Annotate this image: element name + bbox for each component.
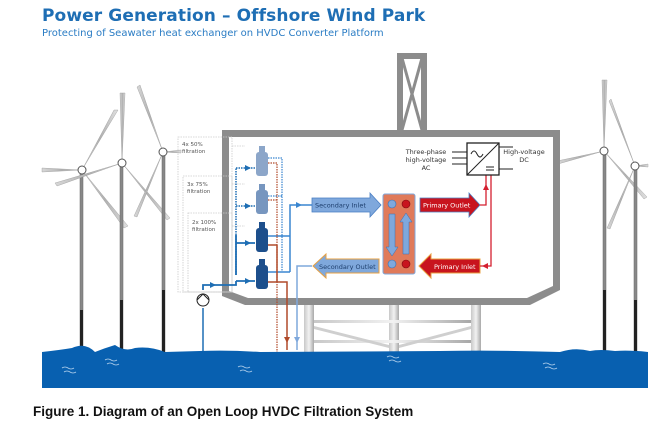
filtration-2x100-label: 2x 100% (192, 220, 216, 226)
secondary-inlet-arrow (311, 191, 382, 219)
wind-turbine-left-3 (133, 84, 182, 371)
pump-icon (196, 293, 210, 307)
filter-unit-2 (256, 184, 268, 214)
primary-outlet-arrow (419, 191, 481, 219)
filter-piping (202, 157, 312, 355)
platform-mast (397, 53, 427, 131)
ac-label-line1: Three-phase (405, 148, 447, 156)
wind-turbine-right-1 (556, 79, 648, 371)
filter-unit-1 (256, 146, 268, 176)
wave-marks (61, 355, 558, 374)
filtration-4x50-sublabel: filtration (182, 149, 206, 155)
filtration-3x75-label: 3x 75% (187, 182, 208, 188)
sea (42, 345, 648, 388)
secondary-inlet-label: Secondary Inlet (315, 202, 366, 210)
primary-inlet-arrow (418, 252, 481, 280)
primary-outlet-label: Primary Outlet (423, 202, 471, 210)
diagram-title: Power Generation – Offshore Wind Park (42, 6, 426, 26)
filtration-2x100-sublabel: filtration (192, 227, 216, 233)
wind-turbine-right-2 (606, 98, 649, 371)
filtration-option-boxes (177, 136, 245, 293)
primary-inlet-label: Primary Inlet (434, 263, 476, 271)
ac-label-line3: AC (422, 164, 431, 172)
figure-caption: Figure 1. Diagram of an Open Loop HVDC F… (33, 404, 414, 419)
platform-legs (304, 302, 481, 352)
primary-loop-piping (480, 175, 492, 269)
heat-exchanger (382, 193, 416, 275)
filter-unit-3 (256, 222, 268, 252)
secondary-outlet-label: Secondary Outlet (319, 263, 376, 271)
filtration-3x75-sublabel: filtration (187, 189, 211, 195)
ac-label-line2: high-voltage (406, 156, 447, 164)
diagram-subtitle: Protecting of Seawater heat exchanger on… (42, 28, 384, 39)
dc-label-line2: DC (519, 156, 529, 164)
filtration-4x50-label: 4x 50% (182, 142, 203, 148)
wind-turbine-left-2 (54, 92, 171, 371)
filter-unit-4 (256, 259, 268, 289)
secondary-outlet-arrow (312, 252, 380, 280)
converter-symbol (452, 142, 513, 176)
wind-turbine-left-1 (41, 109, 129, 371)
dc-label-line1: High-voltage (503, 148, 544, 156)
